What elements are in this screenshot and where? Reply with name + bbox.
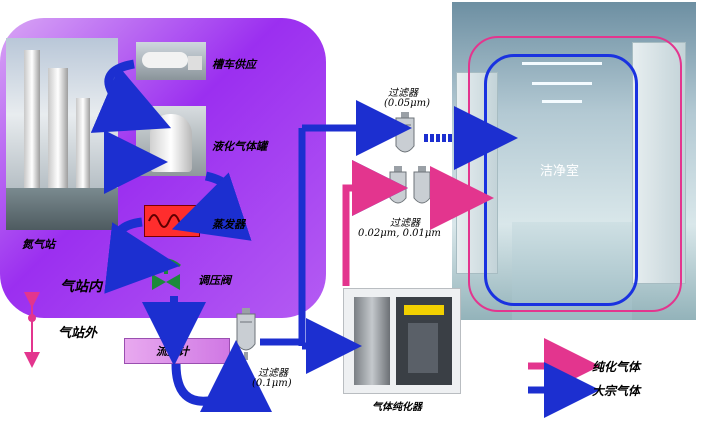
cleanroom-label: 洁净室 (540, 164, 580, 179)
truck-supply-label: 槽车供应 (212, 58, 256, 71)
filter-middle-right-icon (412, 166, 432, 210)
inside-station-label: 气站内 (60, 279, 102, 295)
purifier-label: 气体纯化器 (372, 402, 422, 413)
regulator-label: 调压阀 (198, 274, 231, 287)
arrow-truck-to-tank (90, 59, 172, 133)
evaporator-label: 蒸发器 (212, 218, 245, 231)
nitrogen-station-label: 氮气站 (22, 238, 55, 251)
arrow-evaporator-to-regulator (104, 217, 180, 294)
filter-middle-label: 过滤器 (390, 218, 420, 229)
gas-purifier-image (343, 288, 461, 394)
arrow-tank-to-evaporator (171, 171, 252, 241)
legend-bulk-label: 大宗气体 (592, 384, 641, 398)
filter-top-spec: (0.05μm) (384, 98, 431, 109)
filter-bottom-label: 过滤器 (258, 368, 288, 379)
arrow-meter-to-filter (171, 340, 272, 413)
filter-top-label: 过滤器 (388, 88, 418, 99)
filter-middle-spec: 0.02μm, 0.01μm (358, 228, 441, 239)
liquid-tank-label: 液化气体罐 (212, 140, 267, 153)
outside-station-label: 气站外 (58, 326, 98, 341)
filter-bottom-spec: (0.1μm) (252, 378, 292, 389)
legend-purified-label: 纯化气体 (592, 360, 641, 374)
